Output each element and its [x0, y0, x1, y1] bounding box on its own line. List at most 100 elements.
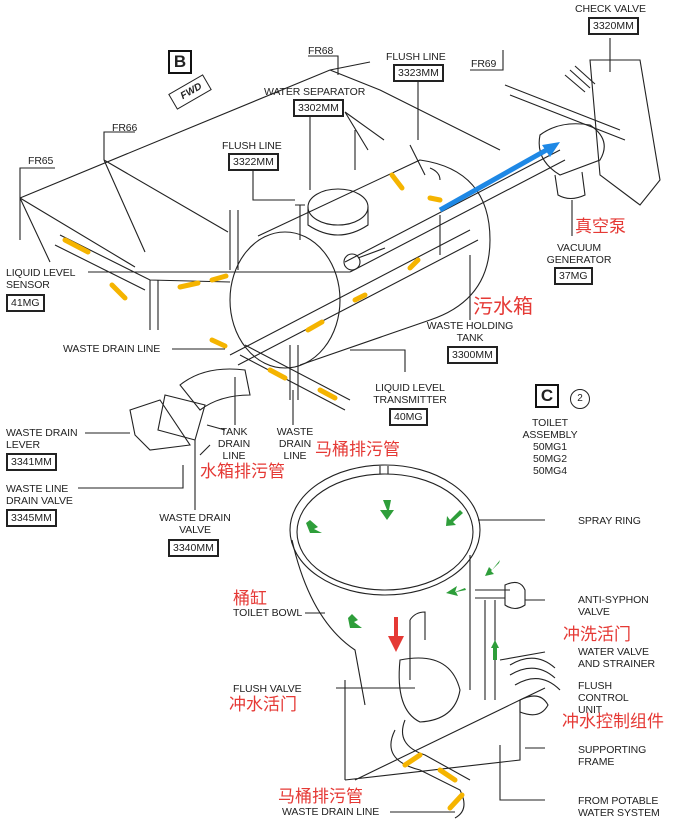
leader-potable-water	[499, 745, 545, 801]
water-flow-arrow	[446, 586, 466, 596]
flush-line-code: 3323MM	[393, 64, 444, 82]
waste-flow-arrow	[317, 387, 338, 401]
waste-flow-arrow	[447, 792, 465, 811]
anti-syphon-valve	[504, 581, 526, 610]
waste-line-drain-valve-code: 3345MM	[6, 509, 57, 527]
leader-tank-drain-line	[199, 377, 236, 456]
frame-fr68: FR68	[308, 45, 334, 57]
water-flow-arrow	[380, 500, 394, 520]
frame-fr65: FR65	[28, 155, 54, 167]
flush-line-label: FLUSH LINE	[386, 51, 446, 63]
water-flow-arrow	[491, 640, 499, 660]
note-number: 2	[570, 389, 590, 409]
waste-flow-arrow	[109, 282, 128, 301]
waste-flow-arrow	[209, 273, 229, 283]
flush-valve-body	[398, 657, 461, 723]
frame-struts	[19, 159, 229, 268]
waste-flow-arrow	[437, 767, 458, 783]
waste-drain-line-c-label: WASTE DRAIN LINE	[282, 806, 380, 818]
tank-end	[229, 231, 341, 369]
flush-valve-label: FLUSH VALVE	[233, 683, 302, 695]
drop-arrow	[388, 617, 404, 652]
waste-flow-arrow	[267, 367, 288, 381]
waste-drain-lever-code: 3341MM	[6, 453, 57, 471]
leader-liquid-level-transmitter	[350, 349, 406, 372]
toilet-bowl-label: TOILET BOWL	[233, 607, 303, 619]
waste-flow-arrow	[352, 292, 368, 303]
waste-flow-arrows	[62, 172, 465, 811]
vacuum-generator-zh: 真空泵	[575, 217, 626, 237]
waste-holding-tank-code: 3300MM	[447, 346, 498, 364]
drain-valve-body	[157, 394, 206, 441]
water-flow-arrow	[306, 520, 322, 533]
water-flow-arrows	[306, 500, 500, 660]
water-separator-label: WATER SEPARATOR	[264, 86, 366, 98]
waste-flow-arrow	[402, 752, 423, 768]
leader-flush-line-2	[252, 168, 295, 201]
waste-drain-valve-code: 3340MM	[168, 539, 219, 557]
frame-fr66: FR66	[112, 122, 138, 134]
drain-valve-plate	[129, 399, 191, 451]
water-valve-zh: 冲洗活门	[563, 625, 631, 645]
check-valve-code: 3320MM	[588, 17, 639, 35]
liquid-level-transmitter-code: 40MG	[389, 408, 428, 426]
frame-fr65-leader	[19, 167, 55, 198]
water-separator-body	[307, 188, 369, 226]
leader-water-separator	[309, 111, 385, 190]
waste-flow-arrow	[177, 280, 201, 290]
view-ref-c: C	[535, 384, 559, 408]
tank-drain-hose	[179, 368, 251, 411]
waste-holding-tank-zh: 污水箱	[473, 294, 533, 318]
frame-fr69: FR69	[471, 58, 497, 70]
flush-control-unit-zh: 冲水控制组件	[562, 712, 664, 732]
waste-pipe-upper	[229, 229, 479, 366]
waste-drain-line-2-zh: 马桶排污管	[315, 440, 400, 460]
spray-ring-inner	[296, 473, 474, 591]
vacuum-flow-arrow	[438, 145, 552, 213]
leader-waste-line-drain-valve	[78, 465, 184, 489]
tank-body	[257, 159, 491, 366]
water-flow-arrow	[485, 560, 500, 576]
waste-flow-arrow	[427, 195, 443, 203]
waste-flow-arrow	[389, 172, 405, 191]
toilet-bowl-shell	[291, 539, 366, 706]
frame-fr66-leader	[103, 131, 135, 160]
tank-drain-line-zh: 水箱排污管	[200, 462, 285, 482]
waste-drain-line-c-zh: 马桶排污管	[278, 787, 363, 807]
frame-fr69-leader	[470, 50, 504, 71]
flush-valve-zh: 冲水活门	[229, 695, 297, 715]
water-flow-arrow	[446, 510, 463, 526]
liquid-level-sensor-code: 41MG	[6, 294, 45, 312]
water-separator-code: 3302MM	[293, 99, 344, 117]
vacuum-flow-arrowhead	[542, 142, 560, 157]
check-valve-label: CHECK VALVE	[575, 3, 646, 15]
water-flow-arrow	[348, 614, 362, 628]
waste-flow-arrow	[407, 257, 421, 271]
vacuum-generator-housing	[538, 123, 605, 176]
waste-flow-arrow	[305, 319, 325, 333]
view-ref-b: B	[168, 50, 192, 74]
waste-flow-arrow	[62, 237, 91, 255]
frame-fr68-leader	[308, 55, 339, 75]
toilet-bowl-zh: 桶缸	[233, 589, 267, 609]
leader-water-valve	[499, 651, 546, 661]
waste-drain-elbow	[390, 719, 471, 819]
airframe-beam	[589, 59, 661, 206]
waste-pipe-left	[54, 234, 231, 291]
